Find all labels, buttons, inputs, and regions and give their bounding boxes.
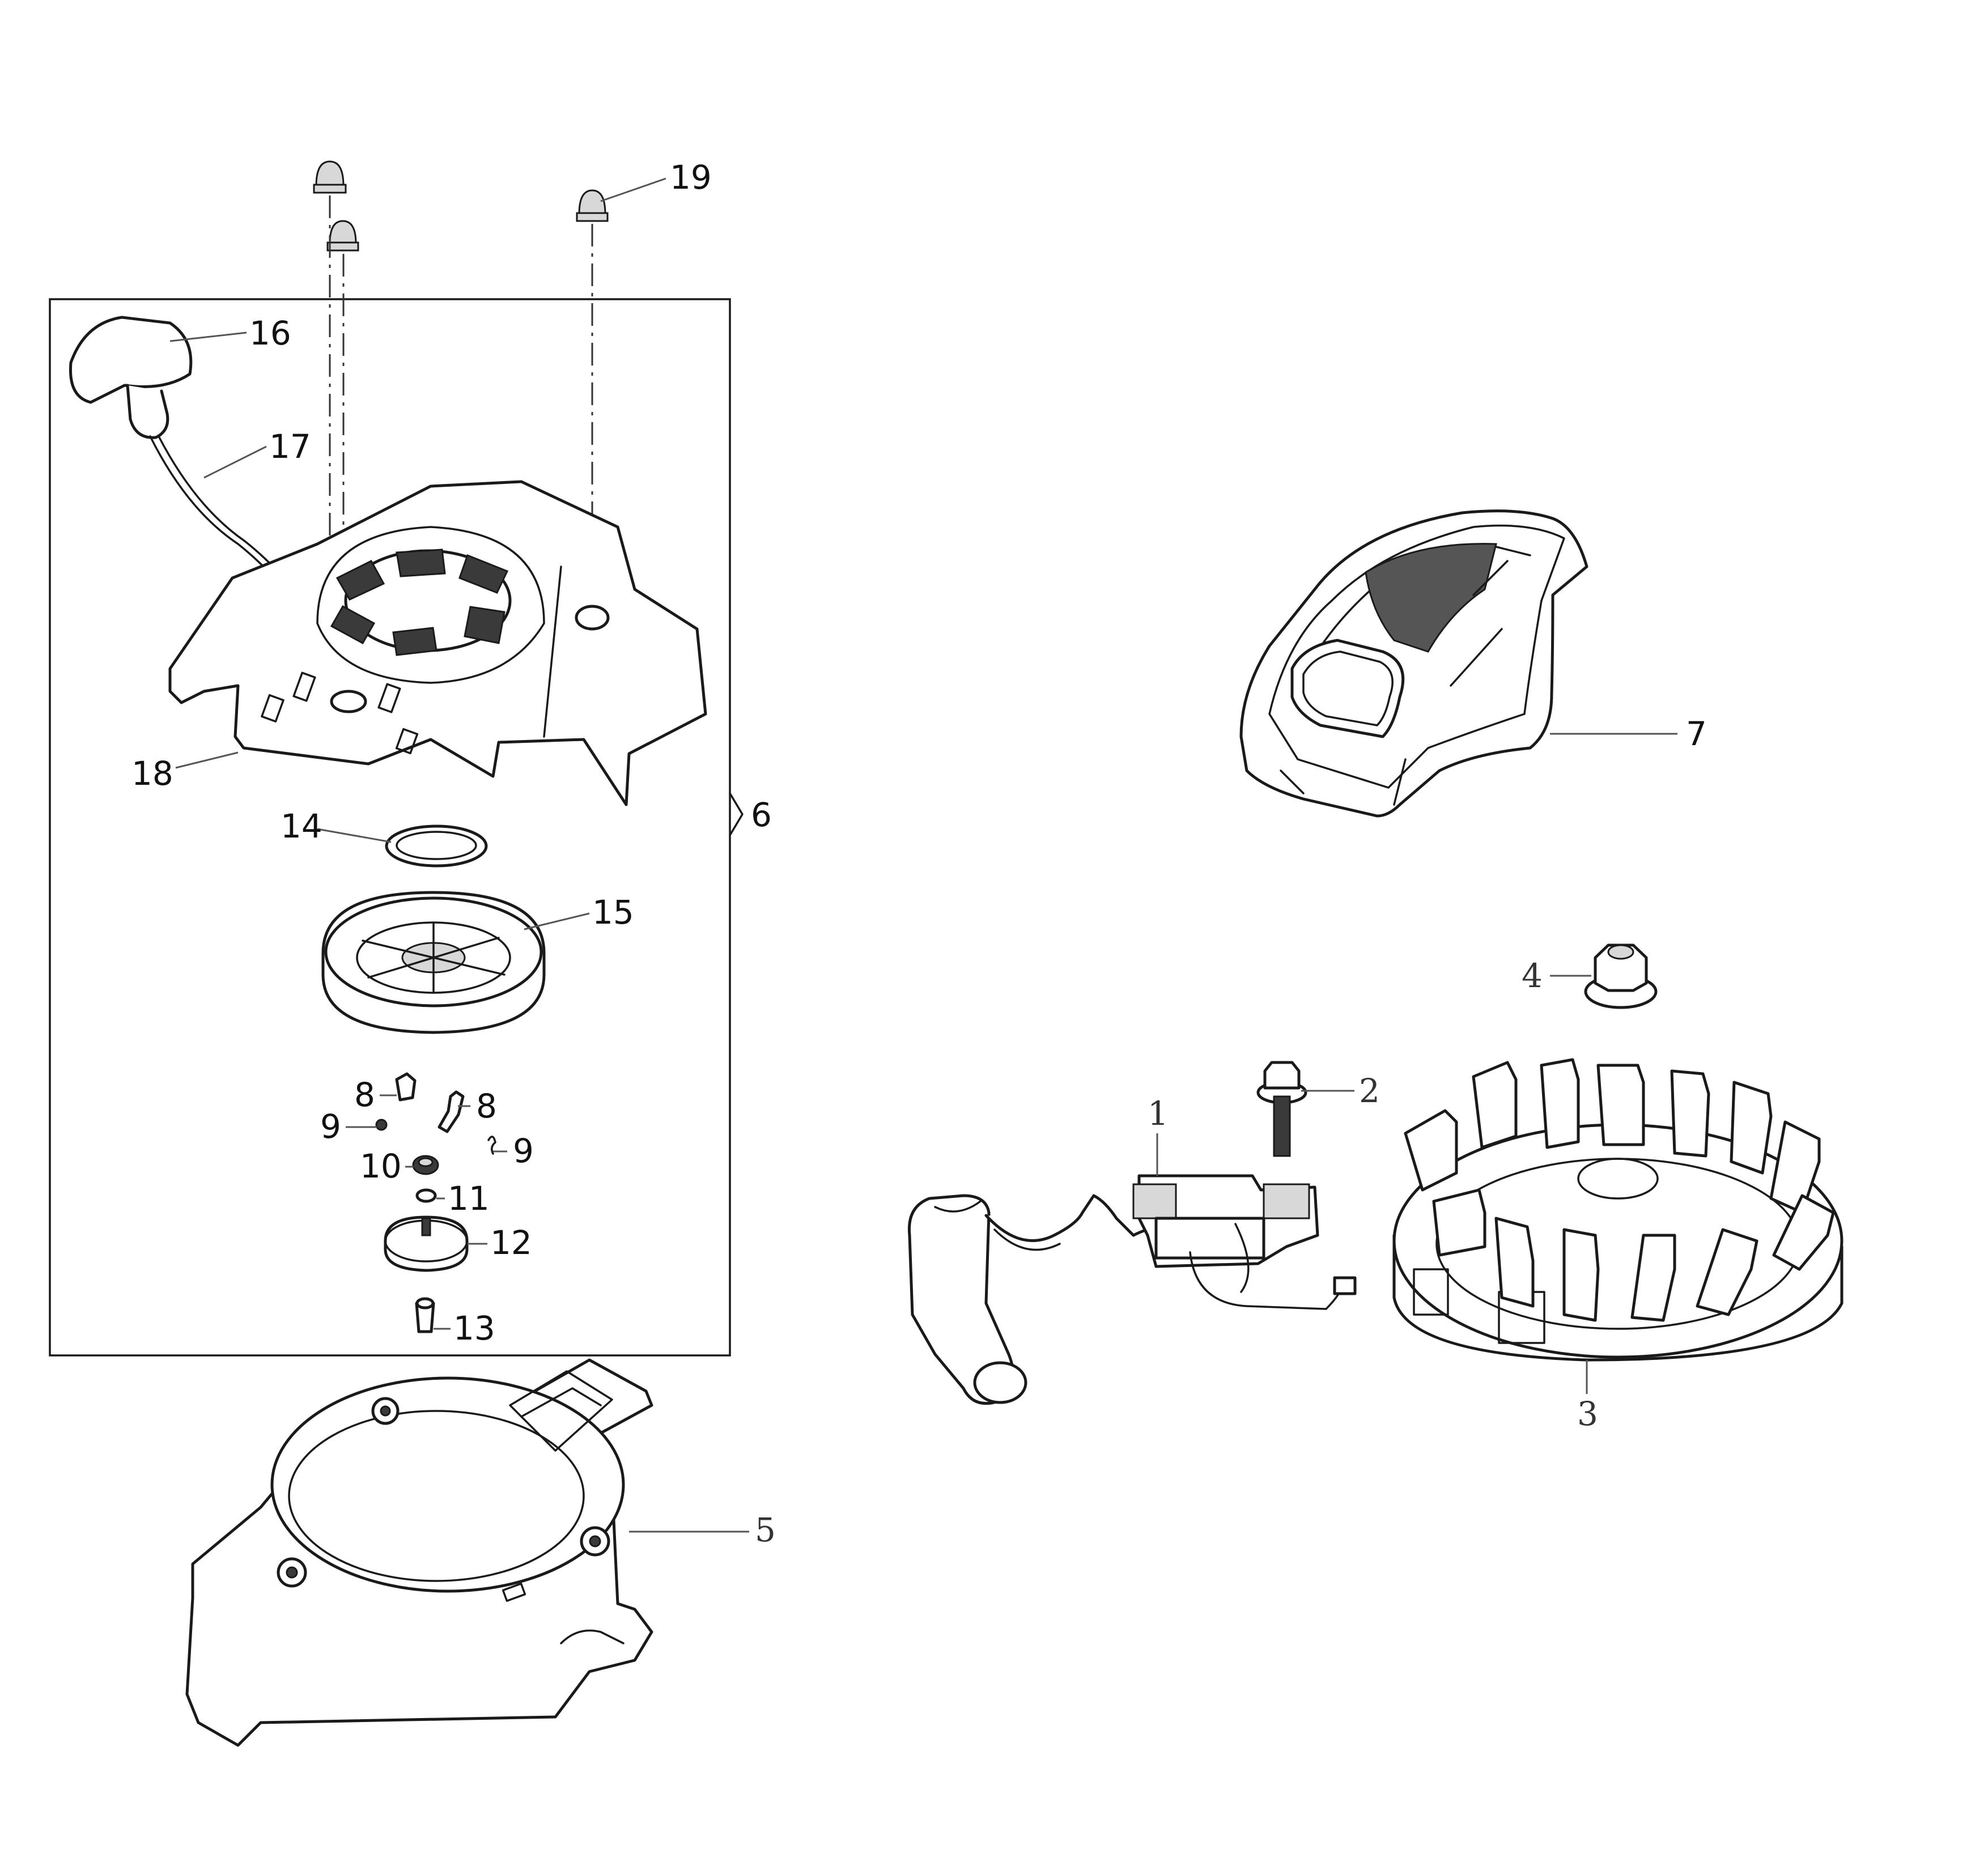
callout-8a: 8 bbox=[354, 1075, 375, 1114]
callout-16: 16 bbox=[249, 314, 291, 352]
part-11-washer bbox=[415, 1188, 437, 1203]
part-5-blower-housing bbox=[185, 1358, 653, 1747]
callout-2: 2 bbox=[1359, 1072, 1380, 1110]
part-7-engine-cover bbox=[1239, 509, 1588, 818]
callout-17: 17 bbox=[269, 427, 311, 466]
callout-1: 1 bbox=[1148, 1094, 1169, 1133]
callout-11: 11 bbox=[448, 1179, 490, 1218]
flywheel-fins bbox=[1404, 1058, 1835, 1322]
part-19-cap-nut-c bbox=[576, 189, 609, 222]
callout-4: 4 bbox=[1522, 956, 1543, 995]
part-16-starter-handle bbox=[69, 316, 193, 439]
callout-19: 19 bbox=[670, 158, 712, 197]
part-15-rope-pulley bbox=[321, 891, 546, 1034]
part-2-flange-bolt bbox=[1256, 1061, 1307, 1157]
callout-13: 13 bbox=[453, 1309, 495, 1347]
part-8-pawl-b bbox=[437, 1090, 465, 1133]
part-19-cap-nut-b bbox=[326, 220, 359, 252]
leader-lines bbox=[169, 177, 1677, 1533]
part-4-flange-nut bbox=[1584, 943, 1658, 1009]
callout-8b: 8 bbox=[476, 1087, 497, 1125]
part-8-pawl-a bbox=[395, 1072, 417, 1102]
part-13-center-screw bbox=[415, 1297, 435, 1333]
callout-5: 5 bbox=[755, 1511, 776, 1549]
callout-6: 6 bbox=[751, 796, 772, 834]
callout-3: 3 bbox=[1577, 1395, 1598, 1433]
assembly-6-frame bbox=[49, 298, 731, 1357]
part-9-spring-b bbox=[487, 1136, 496, 1155]
callout-9a: 9 bbox=[320, 1107, 341, 1146]
part-9-spring-a bbox=[375, 1119, 388, 1131]
part-12-ratchet-plate bbox=[384, 1215, 469, 1272]
part-18-fan-housing bbox=[168, 480, 707, 806]
callout-10: 10 bbox=[360, 1147, 402, 1185]
assembly-6-bracket bbox=[729, 792, 744, 836]
part-1-ignition-coil bbox=[907, 1174, 1357, 1405]
callout-9b: 9 bbox=[513, 1132, 534, 1170]
callout-14: 14 bbox=[281, 807, 322, 845]
callout-7: 7 bbox=[1686, 715, 1707, 753]
part-3-flywheel bbox=[1392, 1058, 1843, 1362]
callout-15: 15 bbox=[592, 893, 634, 932]
callout-12: 12 bbox=[490, 1223, 532, 1262]
part-10-friction-spring bbox=[412, 1155, 439, 1175]
part-14-recoil-spring bbox=[385, 824, 488, 868]
callout-18: 18 bbox=[131, 754, 173, 793]
part-19-cap-nut-a bbox=[313, 160, 347, 194]
